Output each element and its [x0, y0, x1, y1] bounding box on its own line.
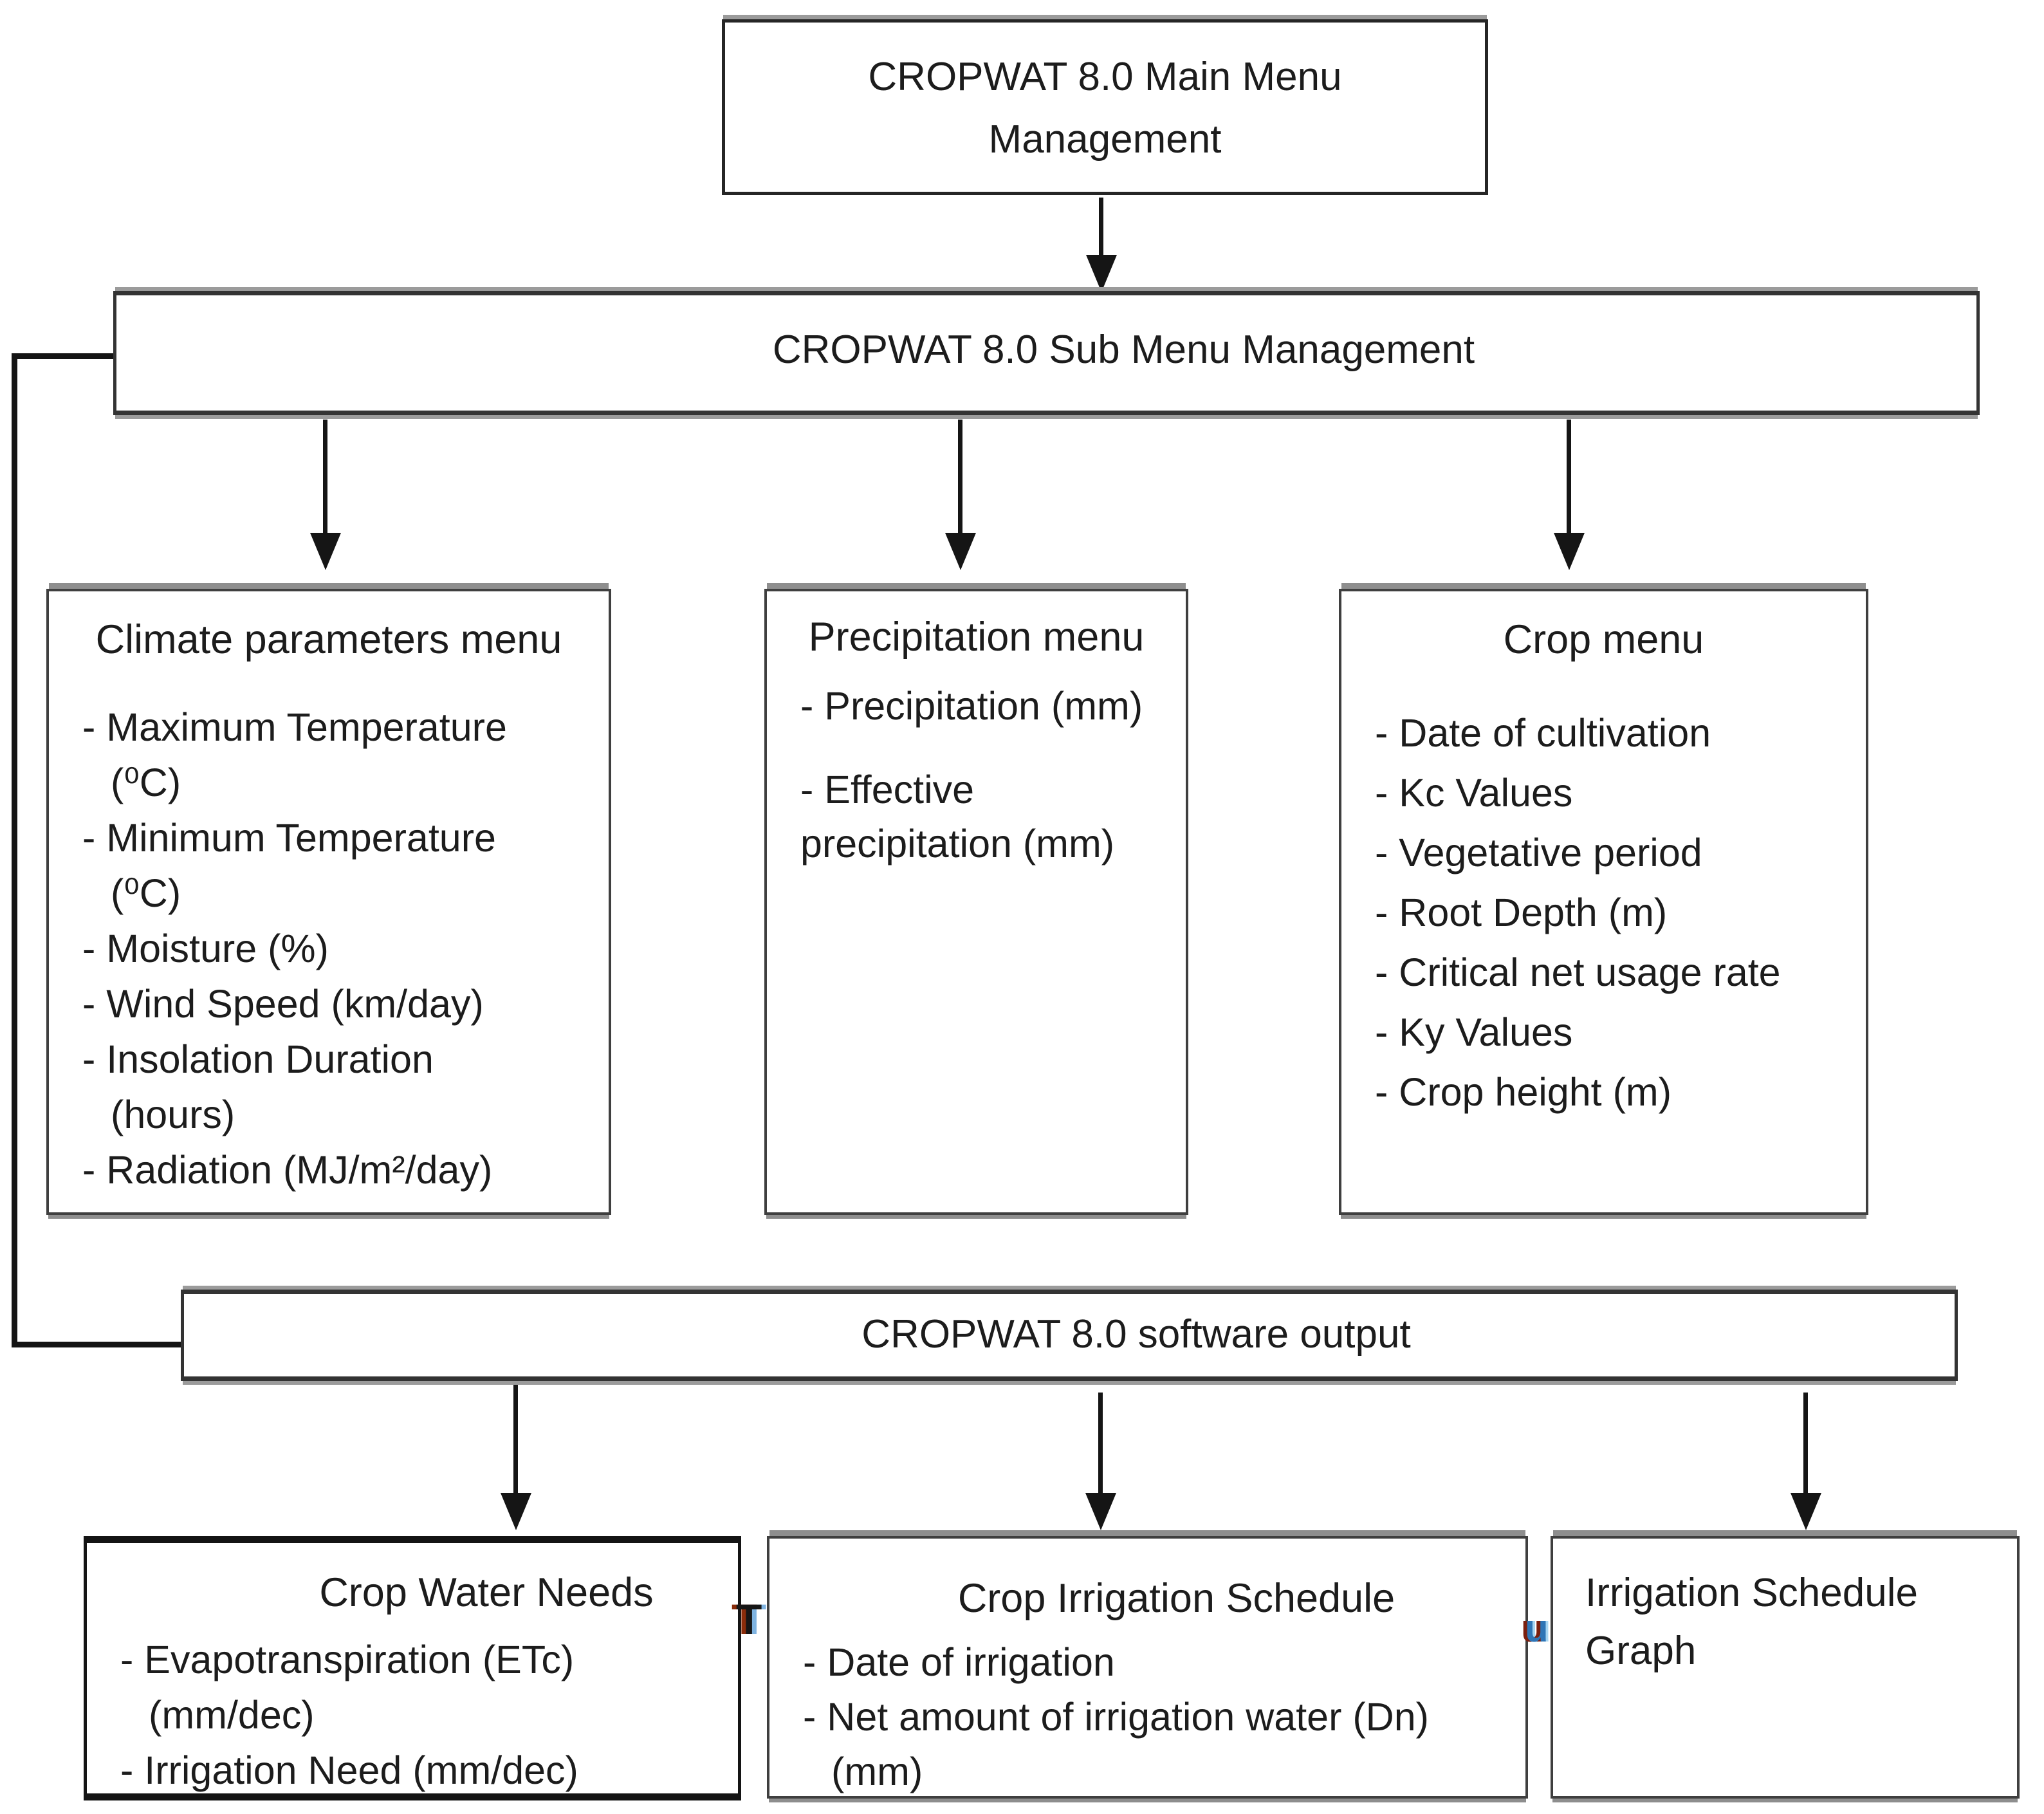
down-arrow-line [1803, 1393, 1808, 1494]
stray-t-artifact: T [736, 1595, 762, 1643]
irrigation-schedule-graph-line2: Graph [1585, 1629, 1697, 1673]
down-arrow-head-icon [945, 533, 976, 570]
down-arrow-head-icon [1085, 1493, 1116, 1530]
list-item-wrap: precipitation (mm) [800, 822, 1115, 865]
list-item: - Moisture (%) [82, 927, 329, 970]
crop-irrigation-schedule-box: Crop Irrigation Schedule - Date of irrig… [767, 1536, 1528, 1799]
list-item-wrap: (⁰C) [111, 871, 181, 915]
down-arrow-head-icon [1554, 533, 1585, 570]
software-output-title: CROPWAT 8.0 software output [861, 1312, 1411, 1356]
sub-menu-title: CROPWAT 8.0 Sub Menu Management [772, 328, 1475, 372]
sub-menu-box: CROPWAT 8.0 Sub Menu Management [113, 291, 1980, 415]
list-item: - Wind Speed (km/day) [82, 982, 484, 1026]
list-item: - Date of irrigation [803, 1640, 1115, 1684]
climate-title: Climate parameters menu [95, 617, 562, 662]
down-arrow-head-icon [1086, 255, 1117, 292]
list-item: - Insolation Duration [82, 1037, 434, 1081]
list-item: - Kc Values [1375, 771, 1573, 815]
down-arrow-head-icon [1791, 1493, 1821, 1530]
list-item-wrap: (mm) [831, 1750, 923, 1793]
list-item: - Radiation (MJ/m²/day) [82, 1148, 493, 1192]
down-arrow-line [323, 420, 327, 534]
precipitation-list: - Precipitation (mm) - Effective precipi… [767, 679, 1186, 871]
list-item: - Maximum Temperature [82, 705, 507, 749]
list-item: - Effective [800, 768, 975, 811]
down-arrow-head-icon [501, 1493, 531, 1530]
list-item-wrap: (hours) [111, 1093, 235, 1136]
main-menu-box: CROPWAT 8.0 Main Menu Management [722, 19, 1488, 195]
irrigation-schedule-graph-line1: Irrigation Schedule [1585, 1571, 1918, 1615]
list-item: - Critical net usage rate [1375, 950, 1781, 994]
list-spacer [767, 733, 1186, 763]
connector-line-bottom [12, 1342, 181, 1347]
main-menu-title-line1: CROPWAT 8.0 Main Menu [868, 55, 1342, 99]
list-item: - Root Depth (m) [1375, 891, 1668, 934]
list-item: - Minimum Temperature [82, 816, 496, 860]
down-arrow-line [1099, 198, 1103, 257]
precipitation-title: Precipitation menu [808, 615, 1145, 660]
list-item: - Precipitation (mm) [800, 684, 1143, 728]
climate-list: - Maximum Temperature (⁰C) - Minimum Tem… [49, 699, 609, 1198]
connector-line-vertical [12, 353, 17, 1347]
down-arrow-line [958, 420, 962, 534]
connector-line-top [12, 353, 113, 359]
stray-u-artifact: u [1525, 1607, 1549, 1650]
crop-menu-box: Crop menu - Date of cultivation - Kc Val… [1339, 589, 1868, 1215]
crop-water-needs-list: - Evapotranspiration (ETc) (mm/dec) - Ir… [87, 1632, 738, 1798]
irrigation-schedule-graph-box: Irrigation Schedule Graph [1551, 1536, 2020, 1799]
crop-water-needs-box: Crop Water Needs - Evapotranspiration (E… [84, 1536, 741, 1800]
precipitation-box: Precipitation menu - Precipitation (mm) … [764, 589, 1188, 1215]
list-item-wrap: (⁰C) [111, 761, 181, 804]
climate-parameters-box: Climate parameters menu - Maximum Temper… [46, 589, 611, 1215]
list-item: - Ky Values [1375, 1010, 1573, 1054]
crop-menu-list: - Date of cultivation - Kc Values - Vege… [1341, 703, 1866, 1122]
list-item: - Date of cultivation [1375, 711, 1711, 755]
list-item: - Evapotranspiration (ETc) [120, 1638, 575, 1681]
down-arrow-head-icon [310, 533, 341, 570]
main-menu-title-line2: Management [988, 117, 1222, 162]
list-item: - Irrigation Need (mm/dec) [120, 1748, 578, 1792]
crop-irrigation-schedule-list: - Date of irrigation - Net amount of irr… [769, 1635, 1525, 1799]
down-arrow-line [1567, 420, 1571, 534]
down-arrow-line [513, 1385, 518, 1494]
list-item: - Crop height (m) [1375, 1070, 1672, 1114]
list-item-wrap: (mm/dec) [149, 1693, 315, 1737]
crop-irrigation-schedule-title: Crop Irrigation Schedule [957, 1576, 1395, 1621]
crop-menu-title: Crop menu [1503, 617, 1704, 662]
down-arrow-line [1098, 1393, 1103, 1494]
software-output-box: CROPWAT 8.0 software output [181, 1290, 1958, 1381]
crop-water-needs-title: Crop Water Needs [319, 1570, 654, 1615]
list-item: - Net amount of irrigation water (Dn) [803, 1695, 1429, 1739]
list-item: - Vegetative period [1375, 831, 1702, 875]
